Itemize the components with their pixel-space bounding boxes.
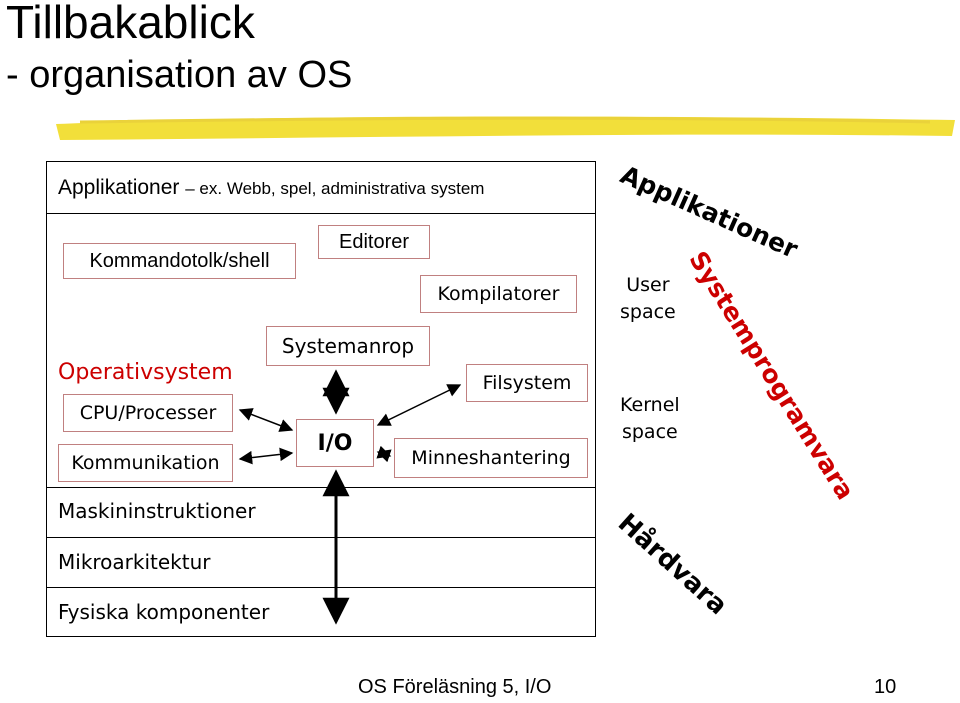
footer-page-number: 10: [874, 676, 897, 698]
layer-maskininstruktioner: Maskininstruktioner: [58, 499, 256, 523]
box-cpu: CPU/Processer: [63, 394, 233, 432]
box-systemanrop: Systemanrop: [266, 326, 430, 366]
divider-microarchitecture: [46, 587, 596, 588]
highlight-stroke: [56, 116, 955, 140]
kommunikation-label: Kommunikation: [71, 452, 220, 474]
layer-frame: [46, 161, 596, 637]
slide-subtitle: - organisation av OS: [6, 54, 353, 96]
systemanrop-label: Systemanrop: [281, 334, 415, 358]
box-io: I/O: [296, 419, 374, 467]
user-space-line1: User: [626, 274, 670, 296]
io-label: I/O: [317, 430, 353, 456]
layer-applikationer: Applikationer – ex. Webb, spel, administ…: [58, 176, 484, 200]
user-space-line2: space: [620, 301, 676, 323]
kernel-space-line1: Kernel: [620, 394, 680, 416]
box-kommunikation: Kommunikation: [58, 444, 233, 482]
cpu-label: CPU/Processer: [79, 402, 217, 424]
box-kompilatorer: Kompilatorer: [420, 275, 577, 313]
kompilatorer-label: Kompilatorer: [437, 283, 560, 305]
kernel-space-line2: space: [621, 421, 678, 443]
divider-os: [46, 487, 596, 488]
arrow-io-minneshantering: [376, 445, 392, 463]
footer-course: OS Föreläsning 5, I/O: [358, 676, 552, 698]
box-minneshantering: Minneshantering: [394, 438, 588, 478]
arrow-io-filsystem: [376, 384, 462, 426]
operativsystem-label: Operativsystem: [58, 360, 233, 385]
filsystem-label: Filsystem: [482, 372, 572, 394]
layer-mikroarkitektur: Mikroarkitektur: [58, 550, 211, 574]
layer-fysiska-komponenter: Fysiska komponenter: [58, 600, 270, 624]
box-editorer: Editorer: [318, 225, 430, 259]
kernel-space-label: Kernel space: [620, 392, 680, 446]
editorer-label: Editorer: [338, 230, 410, 253]
applikationer-label: Applikationer: [58, 176, 180, 199]
box-kommandotolk: Kommandotolk/shell: [63, 243, 296, 279]
slide-title: Tillbakablick: [6, 0, 255, 48]
kommandotolk-label: Kommandotolk/shell: [89, 249, 270, 272]
divider-applications: [46, 213, 596, 214]
box-filsystem: Filsystem: [466, 364, 588, 402]
minneshantering-label: Minneshantering: [411, 447, 571, 469]
arrow-io-cpu: [238, 408, 294, 432]
applikationer-example: – ex. Webb, spel, administrativa system: [185, 179, 485, 198]
arrow-io-kommunikation: [238, 447, 294, 465]
divider-machine-instructions: [46, 537, 596, 538]
user-space-label: User space: [620, 272, 676, 326]
